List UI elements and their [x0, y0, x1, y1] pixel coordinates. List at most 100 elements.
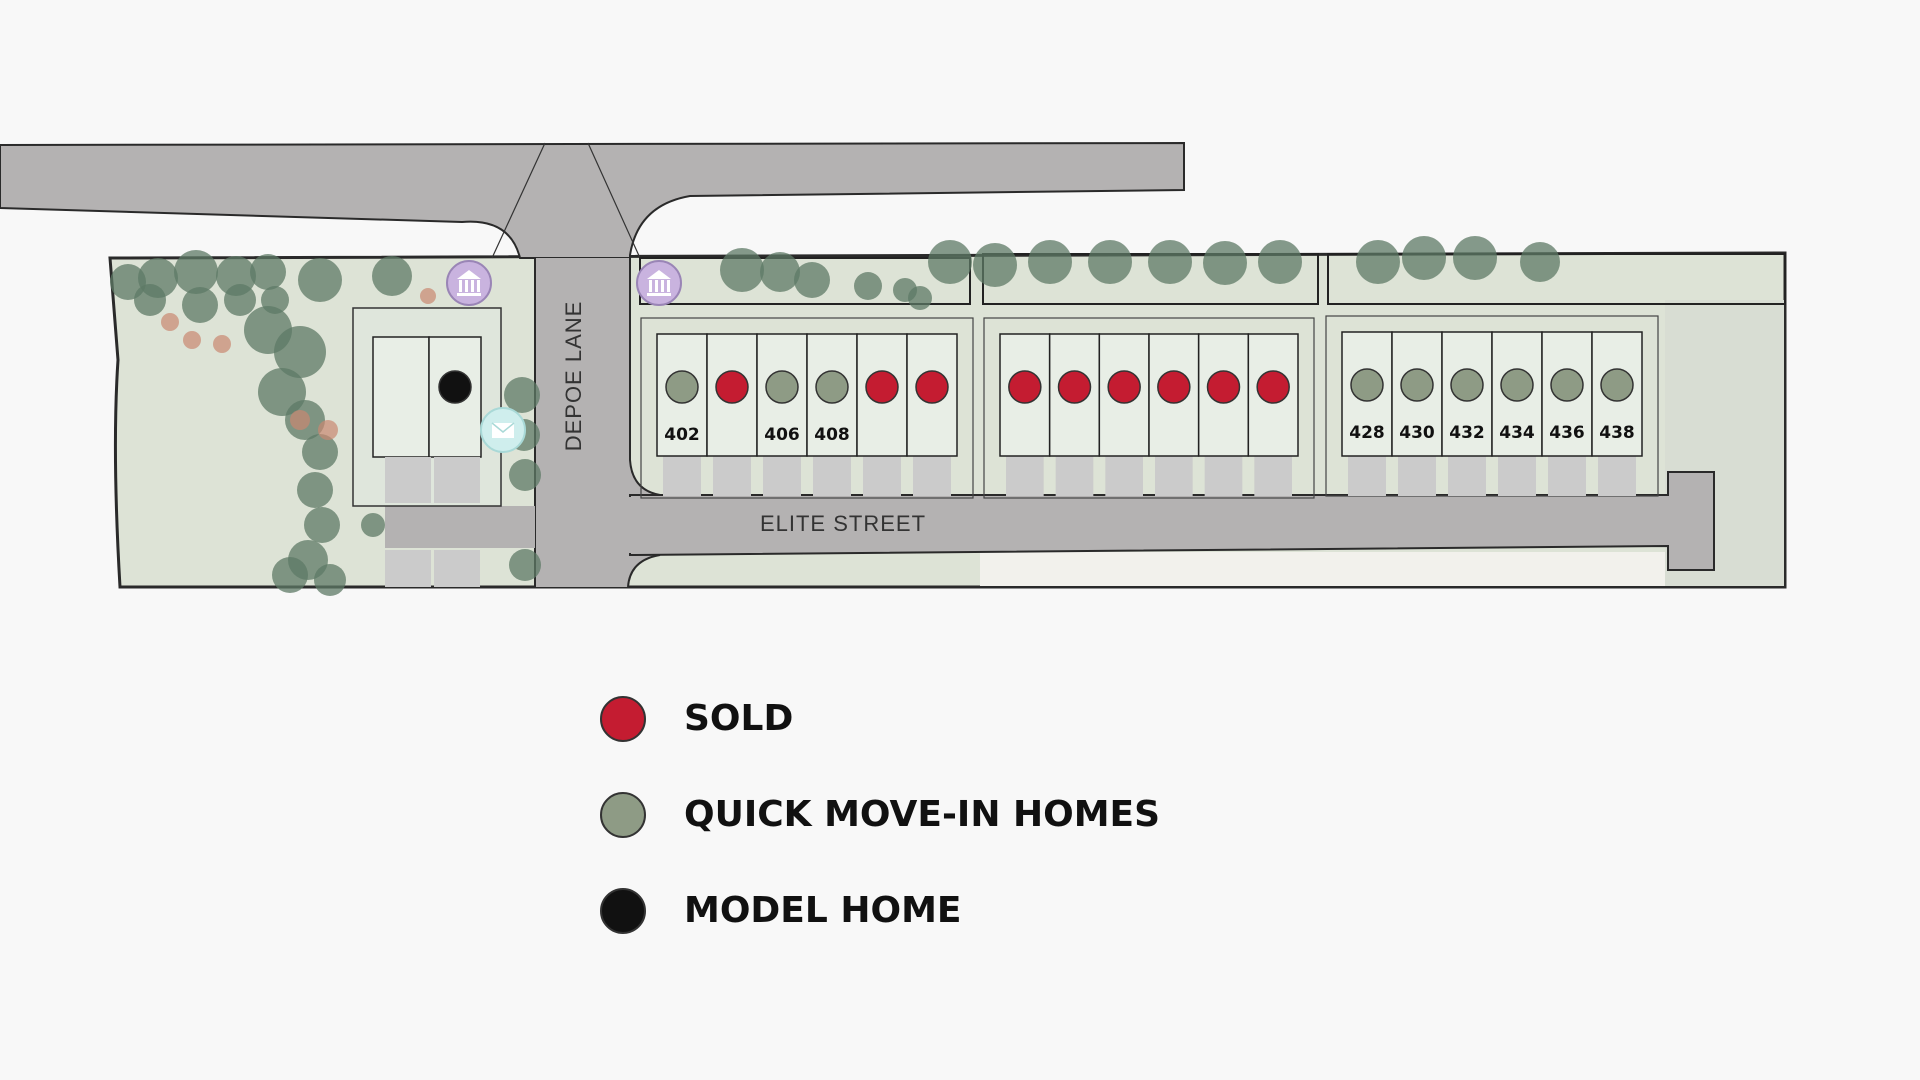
- block-boundary: [1325, 315, 1659, 497]
- tree-icon: [504, 377, 540, 413]
- driveway: [763, 456, 801, 496]
- tree-icon: [1203, 241, 1247, 285]
- lot-status-marker[interactable]: [1206, 370, 1241, 404]
- driveway: [1254, 456, 1292, 496]
- lot-status-marker[interactable]: [815, 370, 849, 404]
- tree-icon: [1028, 240, 1072, 284]
- tree-icon: [182, 287, 218, 323]
- north-road: [0, 141, 1185, 259]
- driveway: [663, 456, 701, 496]
- lot-status-marker[interactable]: [1350, 368, 1384, 402]
- tree-icon: [297, 472, 333, 508]
- tree-icon: [760, 252, 800, 292]
- tree-icon: [509, 549, 541, 581]
- lot-number: 406: [764, 425, 800, 445]
- lot-status-marker[interactable]: [1600, 368, 1634, 402]
- lot-status-marker[interactable]: [1500, 368, 1534, 402]
- driveway: [713, 456, 751, 496]
- driveway: [1204, 456, 1243, 496]
- lot-status-marker[interactable]: [1157, 370, 1191, 404]
- tree-icon: [274, 326, 326, 378]
- model-home-dot-icon: [600, 888, 646, 934]
- driveway: [913, 456, 951, 496]
- road-edge: [629, 258, 661, 496]
- west-lot: [372, 336, 430, 458]
- lot-status-marker[interactable]: [865, 370, 899, 404]
- driveway: [1155, 456, 1193, 496]
- tree-icon: [314, 564, 346, 596]
- tree-icon: [224, 284, 256, 316]
- tree-icon: [1453, 236, 1497, 280]
- lot-status-marker[interactable]: [1057, 370, 1092, 404]
- tree-icon: [973, 243, 1017, 287]
- driveway: [434, 550, 480, 587]
- tree-icon: [174, 250, 218, 294]
- lot-number: 434: [1499, 423, 1535, 443]
- lot-status-marker[interactable]: [1450, 368, 1484, 402]
- road-cover: [600, 497, 660, 553]
- quick-move-in-dot-icon: [600, 792, 646, 838]
- elite-street-road: [385, 506, 535, 548]
- street-label-depoe: DEPOE LANE: [561, 301, 586, 452]
- shrub-icon: [213, 335, 231, 353]
- driveway: [1448, 456, 1486, 496]
- lot-status-marker[interactable]: [1008, 370, 1042, 404]
- lot-number: 430: [1399, 423, 1435, 443]
- tree-icon: [1258, 240, 1302, 284]
- tree-icon: [720, 248, 764, 292]
- lot-number: 428: [1349, 423, 1385, 443]
- shrub-icon: [290, 410, 310, 430]
- legend-label-sold: SOLD: [684, 698, 794, 739]
- tree-icon: [304, 507, 340, 543]
- tree-icon: [361, 513, 385, 537]
- model-home-marker[interactable]: [438, 370, 472, 404]
- legend-label-model-home: MODEL HOME: [684, 890, 962, 931]
- legend-item-quick-move-in: QUICK MOVE-IN HOMES: [600, 791, 1300, 841]
- tree-icon: [1148, 240, 1192, 284]
- tree-icon: [250, 254, 286, 290]
- shrub-icon: [420, 288, 436, 304]
- driveway: [385, 550, 431, 587]
- lot-number: 438: [1599, 423, 1635, 443]
- driveway: [1348, 456, 1386, 496]
- lot-status-marker[interactable]: [715, 370, 749, 404]
- tree-icon: [794, 262, 830, 298]
- driveway: [1548, 456, 1586, 496]
- tree-icon: [1356, 240, 1400, 284]
- tree-icon: [1402, 236, 1446, 280]
- lot-status-marker[interactable]: [665, 370, 699, 404]
- road-line: [587, 142, 641, 259]
- road-line: [491, 142, 546, 259]
- building-icon[interactable]: [636, 260, 682, 306]
- driveway: [1498, 456, 1536, 496]
- lot[interactable]: [906, 333, 958, 457]
- tree-icon: [1088, 240, 1132, 284]
- road-edge: [627, 554, 661, 588]
- lot-status-marker[interactable]: [1550, 368, 1584, 402]
- legend-item-sold: SOLD: [600, 695, 1300, 745]
- lot-status-marker[interactable]: [1107, 370, 1141, 404]
- status-legend: SOLD QUICK MOVE-IN HOMES MODEL HOME: [600, 695, 1300, 995]
- tree-icon: [272, 557, 308, 593]
- lot-status-marker[interactable]: [915, 370, 949, 404]
- driveway: [863, 456, 901, 496]
- block-boundary: [983, 317, 1315, 499]
- lot-status-marker[interactable]: [1400, 368, 1434, 402]
- street-label-elite: ELITE STREET: [760, 511, 926, 536]
- driveway: [434, 457, 480, 503]
- tree-icon: [854, 272, 882, 300]
- sold-dot-icon: [600, 696, 646, 742]
- mail-icon[interactable]: [480, 407, 526, 453]
- lot-status-marker[interactable]: [765, 370, 799, 404]
- lot-number: 432: [1449, 423, 1485, 443]
- tree-icon: [302, 434, 338, 470]
- tree-icon: [509, 459, 541, 491]
- tree-icon: [908, 286, 932, 310]
- shrub-icon: [318, 420, 338, 440]
- lot-status-marker[interactable]: [1256, 370, 1290, 404]
- legend-label-quick-move-in: QUICK MOVE-IN HOMES: [684, 794, 1161, 835]
- building-icon[interactable]: [446, 260, 492, 306]
- tree-layer: [110, 236, 1560, 596]
